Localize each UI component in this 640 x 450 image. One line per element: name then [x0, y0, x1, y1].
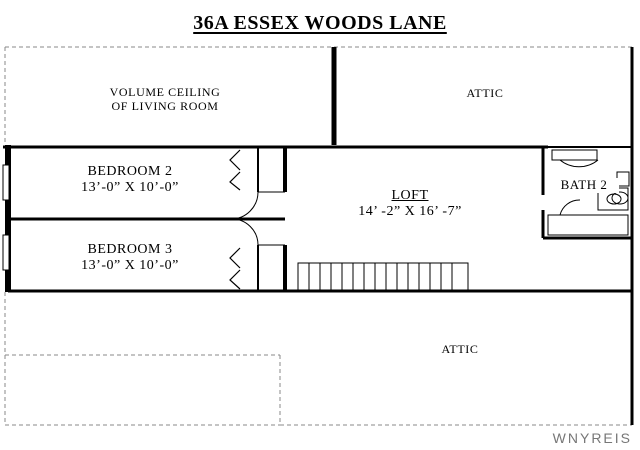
bedroom3-dims: 13’-0” X 10’-0”: [81, 258, 179, 274]
bedroom2-label: BEDROOM 2 13’-0” X 10’-0”: [30, 164, 230, 196]
attic-top-label: ATTIC: [466, 86, 504, 100]
loft-name: LOFT: [391, 188, 429, 203]
loft-dims: 14’ -2” X 16’ -7”: [358, 204, 462, 220]
bedroom3-name: BEDROOM 3: [87, 242, 173, 257]
door-bedroom3: [231, 218, 285, 246]
volume-ceiling-line1: VOLUME CEILING: [109, 85, 221, 99]
stairs: [297, 262, 469, 292]
dashed-outline: [4, 46, 632, 426]
title-text: 36A ESSEX WOODS LANE: [193, 12, 447, 34]
closet-door-b2: [229, 149, 241, 191]
bedroom2-dims: 13’-0” X 10’-0”: [81, 180, 179, 196]
watermark: WNYREIS: [552, 430, 632, 446]
page-title: 36A ESSEX WOODS LANE: [0, 12, 640, 35]
attic-bottom-label: ATTIC: [441, 342, 479, 356]
bedroom3-label: BEDROOM 3 13’-0” X 10’-0”: [30, 242, 230, 274]
loft-label: LOFT 14’ -2” X 16’ -7”: [310, 188, 510, 220]
window-bedroom3: [2, 234, 10, 271]
window-bedroom2: [2, 164, 10, 201]
bath2-label: BATH 2: [549, 177, 619, 193]
volume-ceiling-line2: OF LIVING ROOM: [111, 98, 219, 113]
closet-door-b3: [229, 247, 241, 290]
bedroom2-name: BEDROOM 2: [87, 164, 173, 179]
volume-ceiling-label: VOLUME CEILING OF LIVING ROOM: [60, 85, 270, 114]
door-bedroom2: [230, 191, 285, 220]
